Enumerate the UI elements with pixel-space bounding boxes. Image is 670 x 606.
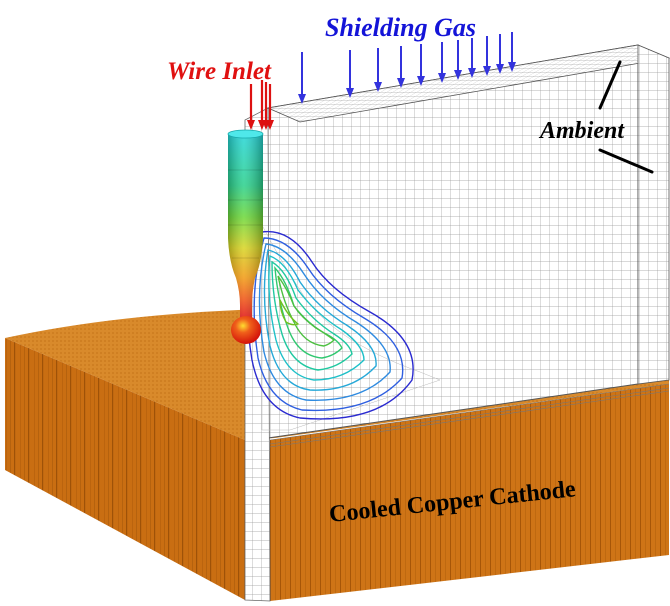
down-arrow-icon <box>508 62 516 72</box>
domain-mesh-right-strip <box>637 44 670 385</box>
down-arrow-icon <box>247 120 255 130</box>
shielding-gas-label: Shielding Gas <box>325 13 476 42</box>
cathode-left-side <box>5 338 245 600</box>
down-arrow-icon <box>468 68 476 78</box>
ambient-pointer-lines <box>598 60 654 174</box>
ambient-label: Ambient <box>538 118 625 144</box>
down-arrow-icon <box>346 88 354 98</box>
arc-contour-plot <box>247 230 414 420</box>
down-arrow-icon <box>374 82 382 92</box>
down-arrow-icon <box>483 66 491 76</box>
shielding-gas-arrows <box>298 32 516 104</box>
down-arrow-icon <box>454 70 462 80</box>
wire-electrode <box>227 129 264 318</box>
down-arrow-icon <box>417 76 425 86</box>
down-arrow-icon <box>397 78 405 88</box>
cathode-front-face <box>270 384 669 601</box>
molten-droplet <box>231 316 261 344</box>
mesh-front-edge <box>269 383 670 448</box>
down-arrow-icon <box>438 73 446 83</box>
down-arrow-icon <box>298 94 306 104</box>
down-arrow-icon <box>496 64 504 74</box>
wire-inlet-arrows <box>247 80 274 130</box>
wire-inlet-label: Wire Inlet <box>167 58 272 85</box>
down-arrow-icon <box>266 120 274 130</box>
